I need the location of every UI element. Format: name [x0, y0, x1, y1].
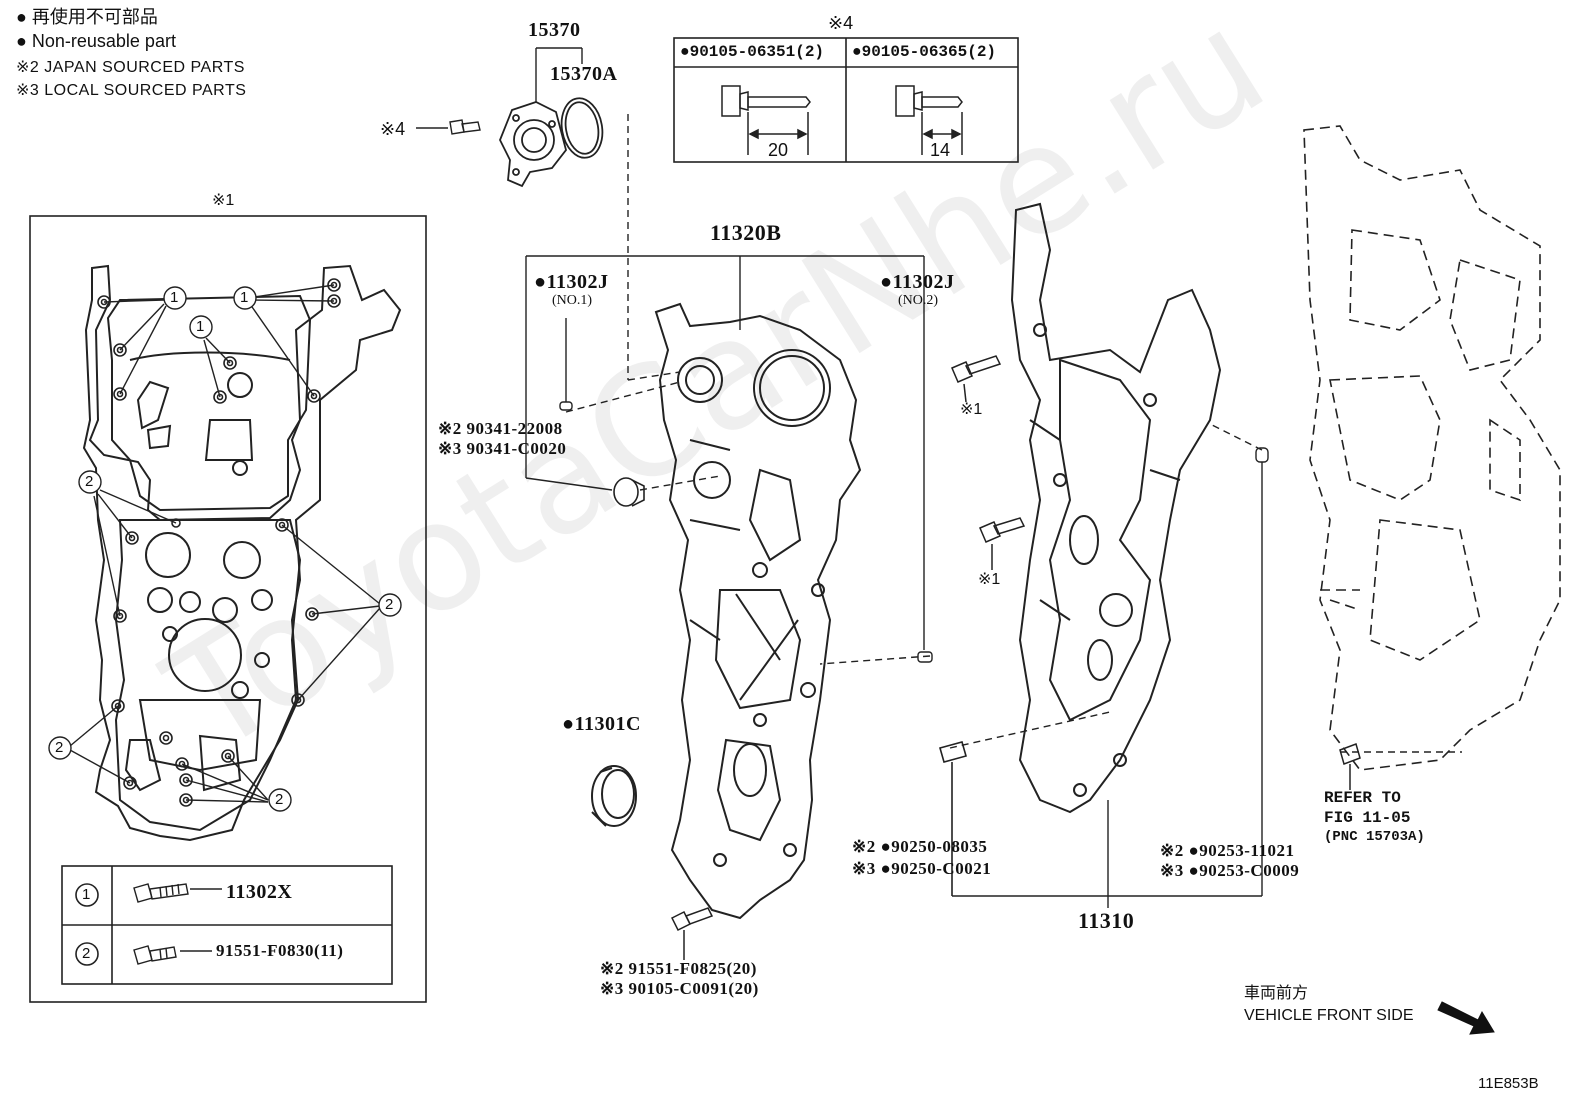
front-arrow-icon	[1437, 1001, 1495, 1035]
note-mark-4-table: ※4	[828, 13, 854, 33]
front-label-jp: 車両前方	[1244, 985, 1309, 1002]
table-callout-1: 1	[82, 886, 91, 903]
engine-block-outline	[1303, 125, 1561, 771]
legend-local-sourced: ※3 LOCAL SOURCED PARTS	[16, 82, 247, 99]
note-mark-4-bolt: ※4	[380, 119, 406, 139]
bolt-spec-table	[673, 37, 1019, 163]
dashed-guides	[565, 114, 1462, 753]
bolt-key-table	[61, 865, 393, 985]
legend-nonreusable: ● Non-reusable part	[16, 31, 176, 51]
callout-2-c: 2	[55, 739, 64, 756]
gasket-outline	[82, 264, 402, 842]
spec-col2-length: 14	[930, 140, 951, 160]
spec-bolt-20	[721, 85, 811, 155]
bolt-91551-drawing	[133, 945, 212, 965]
label-11320b: 11320B	[710, 220, 782, 245]
dowel-90250	[939, 741, 967, 896]
label-15370a: 15370A	[550, 63, 618, 85]
plug-90341	[613, 477, 645, 507]
label-11301c: ●11301C	[562, 713, 641, 735]
refer-line-2: FIG 11-05	[1324, 809, 1411, 827]
part-15370-drawing	[499, 101, 567, 188]
label-90105-c0091: ※3 90105-C0091(20)	[600, 979, 759, 998]
label-91551-f0830: 91551-F0830(11)	[216, 941, 344, 960]
callout-2-a: 2	[85, 473, 94, 490]
callout-1-b: 1	[240, 289, 249, 306]
label-11310: 11310	[1078, 908, 1135, 933]
label-91551-f0825: ※2 91551-F0825(20)	[600, 959, 757, 978]
oil-seal-11301c	[591, 765, 637, 827]
bolt-91551-f0825	[670, 907, 714, 960]
label-90253-local: ※3 ●90253-C0009	[1160, 861, 1300, 880]
callout-2-b: 2	[385, 596, 394, 613]
gasket-panel-frame	[29, 215, 427, 1003]
table-callout-2: 2	[82, 945, 91, 962]
refer-line-3: (PNC 15703A)	[1324, 829, 1425, 845]
spec-col1-part: ●90105-06351(2)	[680, 43, 825, 61]
note-mark-1-bolt-lower: ※1	[978, 571, 1001, 588]
callout-circles	[48, 286, 402, 812]
callout-1-c: 1	[196, 318, 205, 335]
refer-line-1: REFER TO	[1324, 789, 1401, 807]
chain-case-11310	[1010, 202, 1222, 814]
dowel-90253	[1255, 447, 1269, 463]
note-mark-1-panel: ※1	[212, 192, 235, 209]
label-90250-japan: ※2 ●90250-08035	[852, 837, 988, 856]
part-15370a-oring	[560, 97, 604, 159]
callout-2-d: 2	[275, 791, 284, 808]
chain-case-bolts	[951, 355, 1026, 570]
label-90250-local: ※3 ●90250-C0021	[852, 859, 992, 878]
dowel-11302j-no2	[917, 651, 933, 663]
label-11302j-no1-sub: (NO.1)	[552, 293, 593, 308]
figure-id: 11E853B	[1478, 1075, 1539, 1092]
label-11302j-no2: ●11302J	[880, 271, 955, 293]
engine-dowel-15703a	[1339, 743, 1361, 790]
callout-1-a: 1	[170, 289, 179, 306]
label-15370: 15370	[528, 19, 581, 41]
label-11302x: 11302X	[226, 881, 293, 903]
label-11302j-no2-sub: (NO.2)	[898, 293, 939, 308]
leader-15370	[535, 47, 583, 102]
label-90341-japan: ※2 90341-22008	[438, 419, 563, 438]
bolt-note4-drawing	[416, 119, 481, 135]
dowel-11302j-no1	[559, 401, 573, 411]
spec-col1-length: 20	[768, 140, 789, 160]
legend-nonreusable-jp: ● 再使用不可部品	[16, 7, 158, 27]
label-90341-local: ※3 90341-C0020	[438, 439, 567, 458]
note-mark-1-bolt-upper: ※1	[960, 401, 983, 418]
spec-col2-part: ●90105-06365(2)	[852, 43, 997, 61]
spec-bolt-14	[895, 85, 963, 155]
label-90253-japan: ※2 ●90253-11021	[1160, 841, 1295, 860]
leader-11320b	[525, 255, 925, 650]
callout-leaders	[69, 284, 381, 803]
front-label-en: VEHICLE FRONT SIDE	[1244, 1007, 1414, 1024]
label-11302j-no1: ●11302J	[534, 271, 609, 293]
timing-cover-11320b	[654, 302, 862, 920]
gasket-bolt-holes	[97, 278, 341, 807]
bolt-11302x-drawing	[133, 883, 222, 903]
leader-11310	[952, 462, 1263, 908]
legend-japan-sourced: ※2 JAPAN SOURCED PARTS	[16, 59, 245, 76]
